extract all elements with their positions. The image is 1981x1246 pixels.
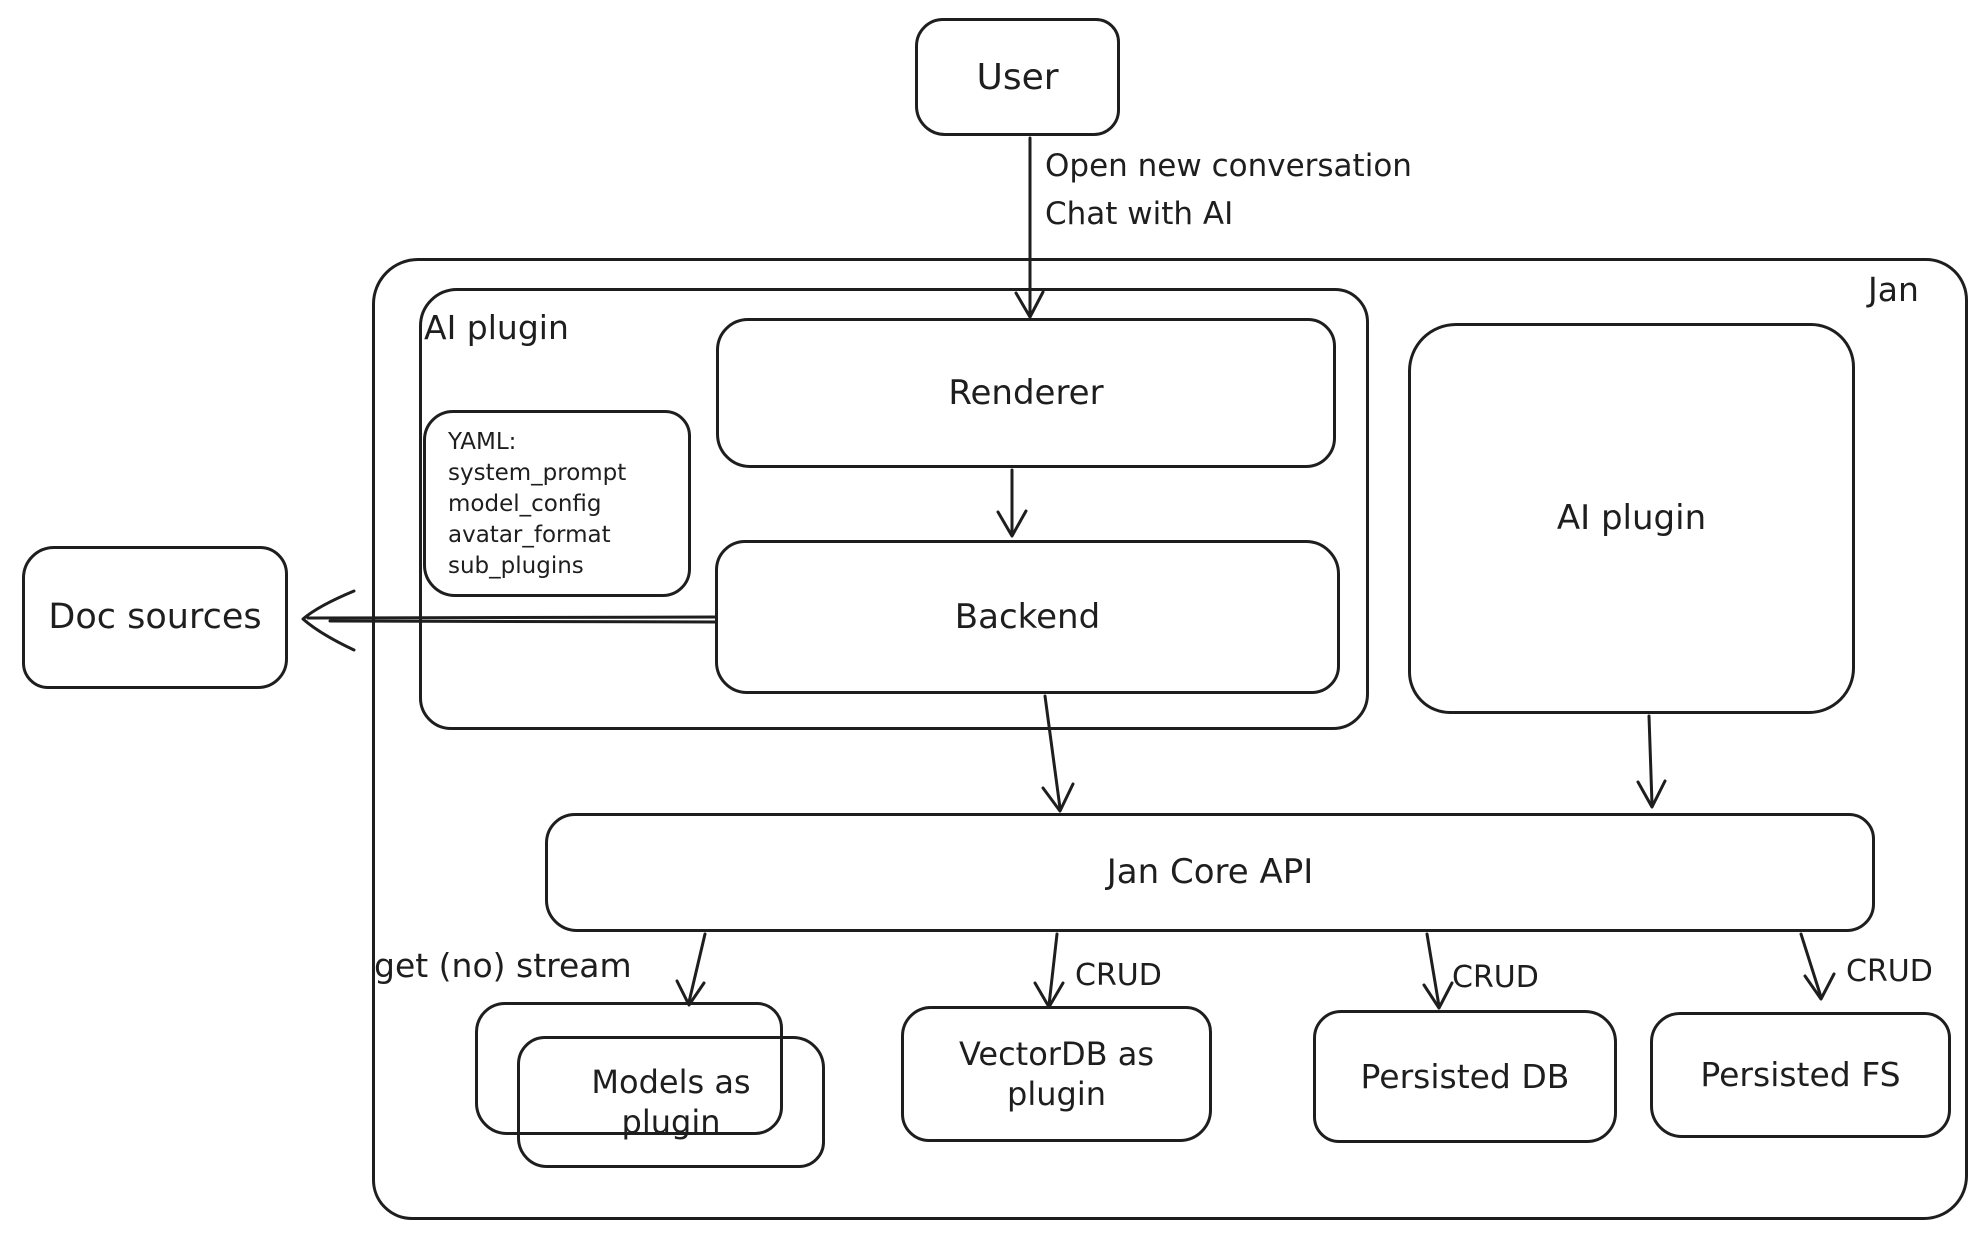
edge-label-open-conversation: Open new conversation	[1045, 148, 1412, 184]
ai-plugin-label: AI plugin	[1556, 498, 1707, 539]
ai-plugin-group	[419, 288, 1369, 730]
renderer-node: Renderer	[716, 318, 1336, 468]
persisted-fs-label: Persisted FS	[1700, 1055, 1901, 1095]
user-node: User	[915, 18, 1120, 136]
edge-label-chat-with-ai: Chat with AI	[1045, 196, 1234, 232]
yaml-note-title: YAML:	[448, 429, 517, 455]
persisted-db-label: Persisted DB	[1360, 1056, 1570, 1096]
user-label: User	[976, 56, 1059, 98]
yaml-note-line: avatar_format	[448, 522, 611, 548]
yaml-note-line: model_config	[448, 491, 602, 517]
yaml-note-line: system_prompt	[448, 460, 627, 486]
backend-label: Backend	[954, 596, 1101, 637]
jan-core-api-label: Jan Core API	[1106, 852, 1314, 893]
renderer-label: Renderer	[948, 372, 1104, 413]
vectordb-plugin-label: VectorDB as plugin	[958, 1035, 1154, 1113]
jan-core-api-node: Jan Core API	[545, 813, 1875, 932]
yaml-note: YAML: system_prompt model_config avatar_…	[423, 410, 691, 597]
backend-node: Backend	[715, 540, 1340, 694]
edge-label-get-no-stream: get (no) stream	[374, 946, 632, 985]
edge-label-user-to-renderer: Open new conversation Chat with AI	[1045, 142, 1412, 238]
doc-sources-label: Doc sources	[48, 596, 262, 637]
edge-label-crud-vectordb: CRUD	[1075, 958, 1162, 993]
persisted-db-node: Persisted DB	[1313, 1010, 1617, 1143]
ai-plugin-node: AI plugin	[1408, 323, 1855, 714]
edge-label-crud-persisted-fs: CRUD	[1846, 954, 1933, 989]
edge-label-crud-persisted-db: CRUD	[1452, 960, 1539, 995]
yaml-note-text: YAML: system_prompt model_config avatar_…	[448, 427, 626, 582]
persisted-fs-node: Persisted FS	[1650, 1012, 1951, 1138]
models-plugin-back-node	[475, 1002, 783, 1135]
models-plugin-node: Models as plugin	[517, 1036, 825, 1168]
jan-container	[372, 258, 1968, 1220]
ai-plugin-group-label: AI plugin	[424, 308, 569, 347]
jan-label: Jan	[1868, 270, 1919, 309]
yaml-note-line: sub_plugins	[448, 553, 584, 579]
vectordb-plugin-node: VectorDB as plugin	[901, 1006, 1212, 1142]
models-plugin-label: Models as plugin	[591, 1063, 751, 1141]
doc-sources-node: Doc sources	[22, 546, 288, 689]
